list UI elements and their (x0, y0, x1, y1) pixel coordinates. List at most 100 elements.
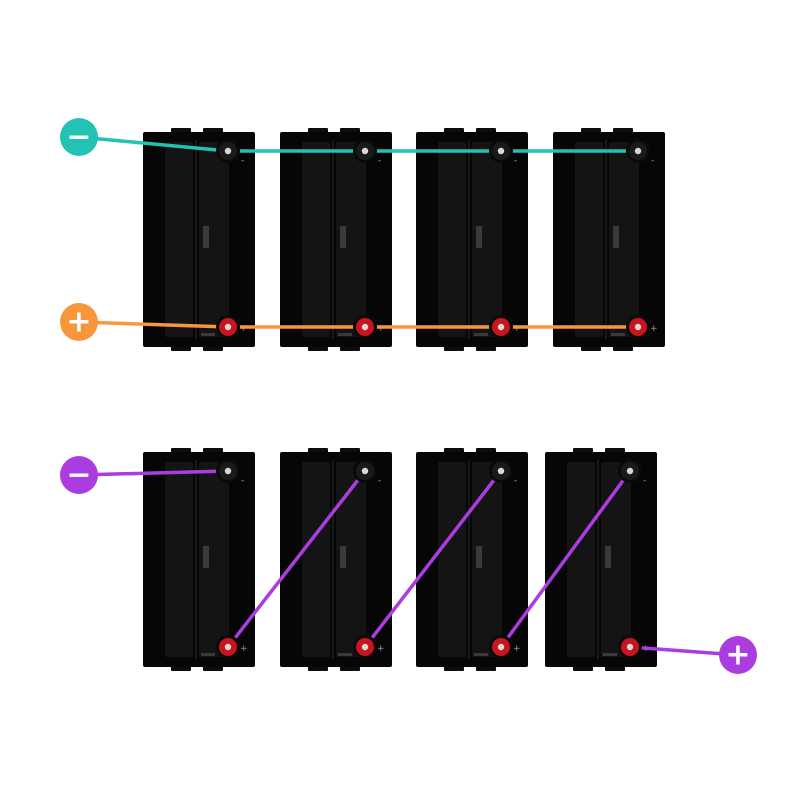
terminal-bolt (634, 147, 642, 155)
battery-ridge (165, 462, 193, 657)
battery-label-mark (474, 333, 488, 336)
terminal-bolt (497, 643, 505, 651)
series-negative-wire (77, 469, 230, 477)
positive-terminal-mark: + (377, 324, 385, 334)
battery-label-mark (338, 333, 352, 336)
series-positive-icon: + (719, 636, 757, 674)
series-battery-3: -+ (416, 448, 528, 671)
battery-ridge (567, 462, 595, 657)
negative-terminal-mark: - (241, 476, 244, 486)
series-negative-terminal-1 (216, 459, 240, 483)
positive-terminal-mark: + (377, 644, 385, 654)
battery-label-mark (603, 653, 617, 656)
battery-label-mark (613, 226, 619, 248)
terminal-bolt (361, 643, 369, 651)
battery-ridge (336, 462, 366, 657)
series-positive-terminal-1 (216, 635, 240, 659)
battery-label-mark (474, 653, 488, 656)
parallel-positive-terminal-3 (489, 315, 513, 339)
parallel-positive-icon-circle (60, 303, 98, 341)
batteries-layer: -+-+-+-+-+-+-+-+ (143, 128, 665, 671)
battery-label-mark (201, 333, 215, 336)
parallel-negative-icon-symbol: − (66, 120, 91, 155)
series-link-wire-1 (226, 469, 367, 649)
series-link-wire-2 (363, 469, 503, 649)
parallel-positive-terminal-1 (216, 315, 240, 339)
parallel-negative-terminal-2 (353, 139, 377, 163)
negative-terminal-mark: - (514, 476, 517, 486)
battery-label-mark (340, 546, 346, 568)
battery-ridge (472, 142, 502, 337)
battery-ridge (609, 142, 639, 337)
terminal-bolt (497, 467, 505, 475)
series-negative-terminal-4 (618, 459, 642, 483)
battery-ridge (302, 462, 330, 657)
battery-ridge (199, 142, 229, 337)
negative-terminal-mark: - (241, 156, 244, 166)
series-positive-terminal-2 (353, 635, 377, 659)
battery-label-mark (476, 226, 482, 248)
battery-ridge (575, 142, 603, 337)
parallel-positive-icon-symbol: + (66, 305, 91, 340)
terminal-bolt (224, 147, 232, 155)
parallel-battery-3: -+ (416, 128, 528, 351)
negative-terminal-mark: - (514, 156, 517, 166)
parallel-negative-terminal-3 (489, 139, 513, 163)
parallel-positive-icon: + (60, 303, 98, 341)
battery-ridge (601, 462, 631, 657)
terminal-bolt (361, 323, 369, 331)
series-negative-icon: − (60, 456, 98, 494)
battery-label-mark (611, 333, 625, 336)
series-positive-icon-circle (719, 636, 757, 674)
parallel-battery-4: -+ (553, 128, 665, 351)
battery-ridge (199, 462, 229, 657)
negative-terminal-mark: - (378, 156, 381, 166)
battery-label-mark (338, 653, 352, 656)
battery-label-mark (203, 546, 209, 568)
parallel-negative-terminal-1 (216, 139, 240, 163)
series-battery-4: -+ (545, 448, 657, 671)
battery-ridge (438, 462, 466, 657)
negative-terminal-mark: - (378, 476, 381, 486)
series-positive-terminal-4 (618, 635, 642, 659)
positive-terminal-mark: + (650, 324, 658, 334)
series-battery-1: -+ (143, 448, 255, 671)
positive-terminal-mark: + (240, 324, 248, 334)
negative-terminal-mark: - (643, 476, 646, 486)
battery-label-mark (201, 653, 215, 656)
terminal-bolt (634, 323, 642, 331)
terminal-bolt (497, 147, 505, 155)
positive-terminal-mark: + (240, 644, 248, 654)
battery-label-mark (605, 546, 611, 568)
terminal-bolt (626, 643, 634, 651)
battery-ridge (438, 142, 466, 337)
battery-ridge (472, 462, 502, 657)
parallel-negative-icon: − (60, 118, 98, 156)
battery-label-mark (340, 226, 346, 248)
series-positive-icon-symbol: + (725, 638, 750, 673)
series-negative-terminal-3 (489, 459, 513, 483)
terminal-bolt (224, 467, 232, 475)
parallel-battery-1: -+ (143, 128, 255, 351)
terminal-bolt (361, 467, 369, 475)
parallel-positive-terminal-2 (353, 315, 377, 339)
series-negative-icon-circle (60, 456, 98, 494)
terminal-bolt (497, 323, 505, 331)
parallel-battery-2: -+ (280, 128, 392, 351)
positive-terminal-mark: + (513, 644, 521, 654)
battery-ridge (336, 142, 366, 337)
terminal-bolt (626, 467, 634, 475)
series-negative-icon-symbol: − (66, 458, 91, 493)
battery-ridge (302, 142, 330, 337)
positive-terminal-mark: + (513, 324, 521, 334)
negative-terminal-mark: - (651, 156, 654, 166)
terminal-bolt (224, 323, 232, 331)
series-negative-terminal-2 (353, 459, 377, 483)
battery-ridge (165, 142, 193, 337)
terminal-bolt (361, 147, 369, 155)
series-positive-terminal-3 (489, 635, 513, 659)
series-battery-2: -+ (280, 448, 392, 671)
parallel-negative-terminal-4 (626, 139, 650, 163)
